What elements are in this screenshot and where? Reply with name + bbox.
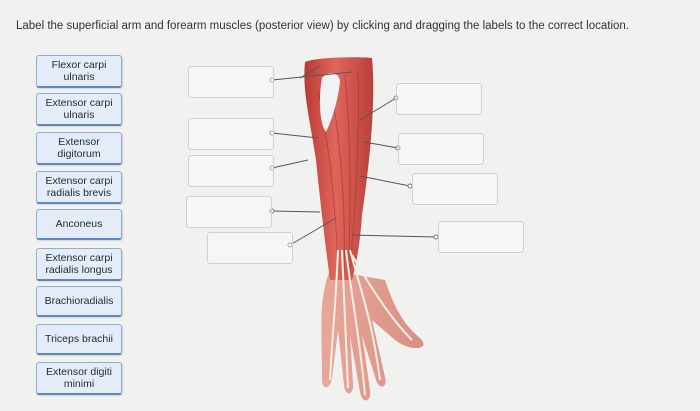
drop-target-right-1[interactable] bbox=[396, 83, 482, 115]
drop-target-left-1[interactable] bbox=[188, 66, 274, 98]
drop-target-left-5[interactable] bbox=[207, 232, 293, 264]
drop-target-right-2[interactable] bbox=[398, 133, 484, 165]
drop-target-left-3[interactable] bbox=[188, 155, 274, 187]
drop-target-right-3[interactable] bbox=[412, 173, 498, 205]
drop-target-left-4[interactable] bbox=[186, 196, 272, 228]
drop-target-right-4[interactable] bbox=[438, 221, 524, 253]
drop-target-left-2[interactable] bbox=[188, 118, 274, 150]
forearm-muscles bbox=[304, 57, 373, 280]
